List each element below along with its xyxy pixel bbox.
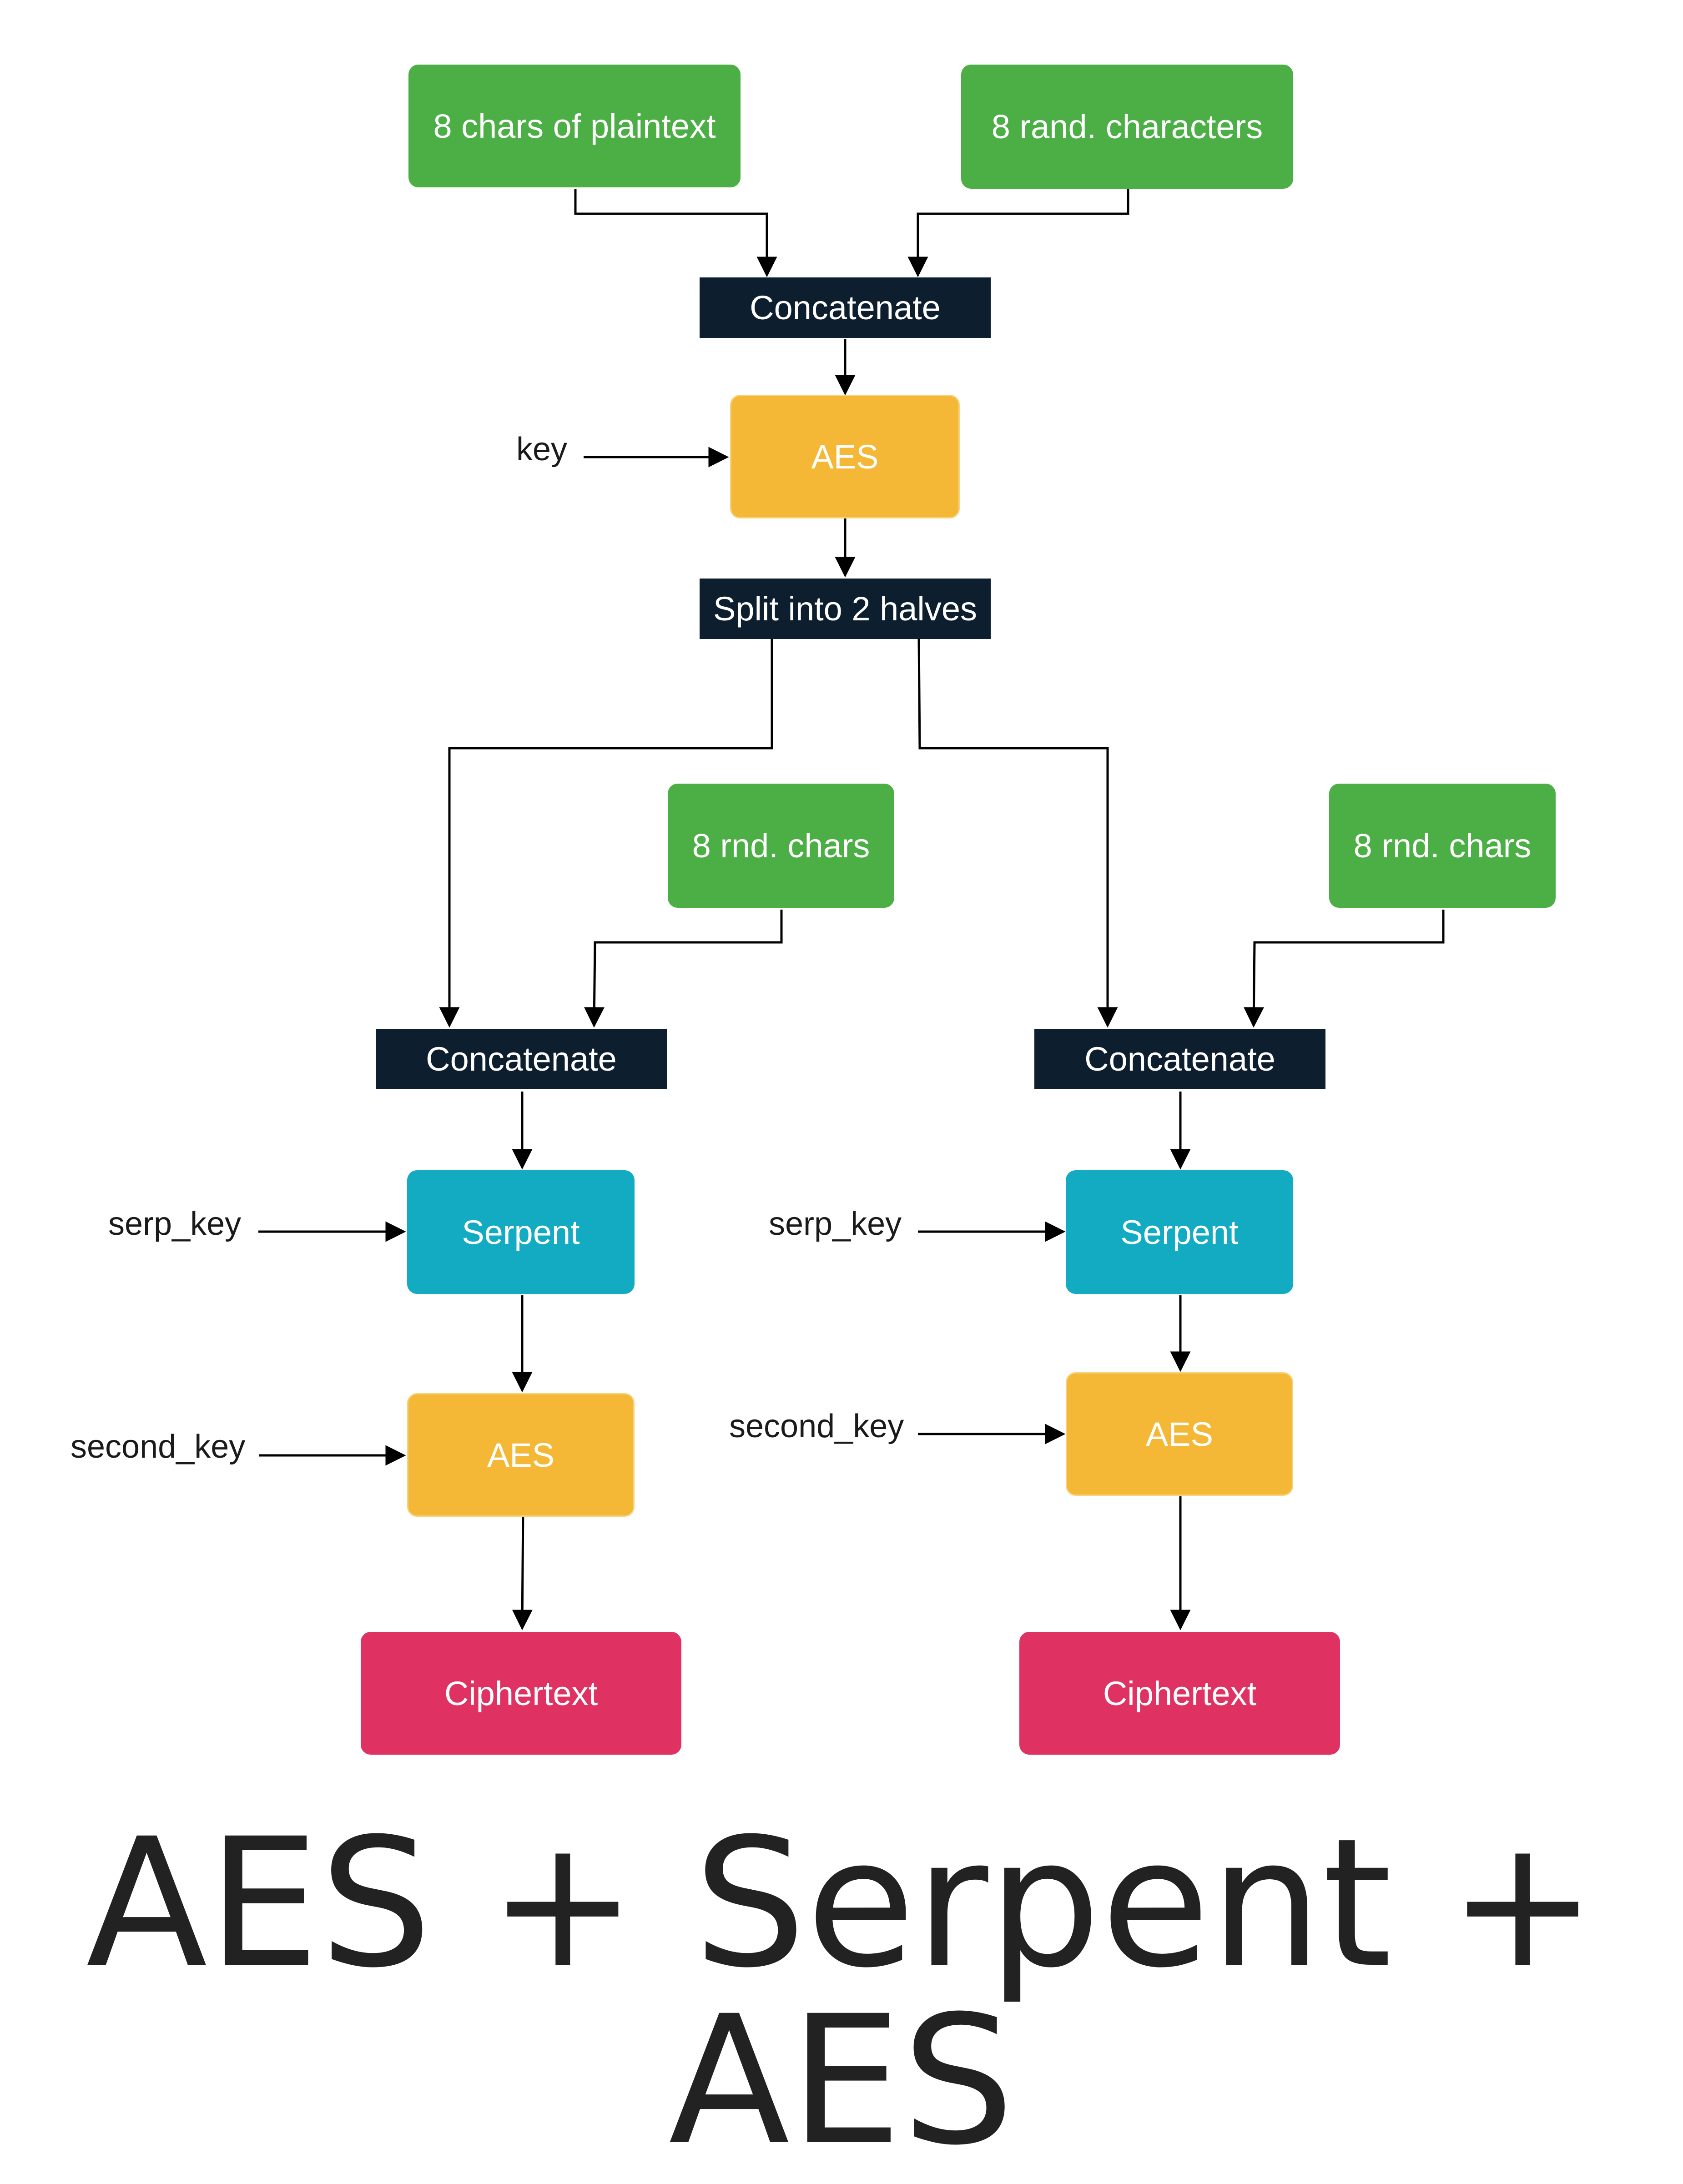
second-key-right-label: second_key	[729, 1408, 904, 1444]
edge-randchars-to-concat	[907, 189, 1129, 277]
concatenate-top-node: Concatenate	[700, 277, 991, 338]
serp-key-right-label: serp_key	[769, 1206, 902, 1242]
random-chars-right-node: 8 rnd. chars	[1329, 784, 1556, 908]
edge-plaintext-to-concat	[574, 189, 777, 277]
serp-key-left-label: serp_key	[108, 1206, 242, 1242]
edge-rnd-left-to-concat	[584, 910, 783, 1028]
serpent-right-node: Serpent	[1066, 1170, 1293, 1294]
random-characters-node: 8 rand. characters	[961, 65, 1293, 189]
edge-split-to-right-concat	[917, 639, 1118, 1028]
aes-left-node: AES	[407, 1393, 635, 1517]
key-label: key	[516, 431, 568, 468]
edge-aes-left-to-cipher	[512, 1506, 533, 1630]
concatenate-right-node: Concatenate	[1034, 1029, 1325, 1089]
edge-rnd-right-to-concat	[1243, 910, 1445, 1028]
connector-layer	[258, 189, 1445, 1630]
ciphertext-right-node: Ciphertext	[1019, 1632, 1340, 1755]
serpent-left-node: Serpent	[407, 1170, 635, 1294]
plaintext-input-node: 8 chars of plaintext	[408, 65, 741, 187]
edge-split-to-left-concat	[439, 639, 773, 1028]
aes-right-node: AES	[1066, 1372, 1293, 1496]
diagram-title: AES + Serpent + AES	[86, 1800, 1597, 2184]
split-halves-node: Split into 2 halves	[700, 579, 991, 639]
random-chars-left-node: 8 rnd. chars	[668, 784, 894, 908]
second-key-left-label: second_key	[71, 1429, 246, 1465]
aes-top-node: AES	[730, 395, 960, 518]
ciphertext-left-node: Ciphertext	[361, 1632, 681, 1755]
concatenate-left-node: Concatenate	[376, 1029, 667, 1089]
